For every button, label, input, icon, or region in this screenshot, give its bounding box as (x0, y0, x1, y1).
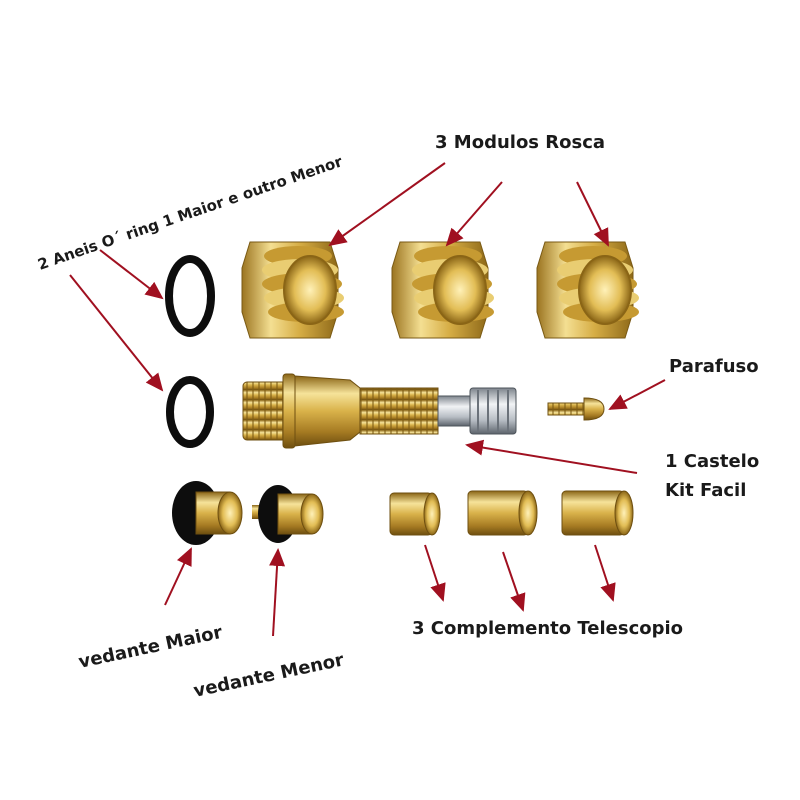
arrows (69, 162, 666, 637)
label-parafuso: Parafuso (669, 356, 759, 377)
arrow-oring-small (69, 274, 164, 392)
label-telescopio: 3 Complemento Telescopio (412, 618, 683, 639)
vedante-maior (172, 481, 243, 545)
arrow-vedante-maior (164, 547, 192, 606)
castelo-kit-facil (242, 373, 517, 449)
thread-module-1 (241, 241, 344, 339)
oring-large (165, 255, 215, 337)
label-vedante-maior: vedante Maior (77, 622, 225, 673)
arrow-telescopio-1 (424, 544, 446, 602)
thread-module-2 (391, 241, 494, 339)
telescopio-3 (561, 490, 634, 536)
telescopio-1 (389, 492, 441, 536)
arrow-vedante-menor (269, 548, 286, 637)
telescopio-2 (467, 490, 538, 536)
arrow-modulo-2 (445, 181, 503, 247)
arrow-telescopio-3 (594, 544, 616, 602)
label-castelo-line1: 1 Castelo (665, 451, 759, 472)
arrow-modulo-1 (328, 162, 446, 247)
thread-module-3 (536, 241, 639, 339)
vedante-menor (252, 485, 324, 543)
label-castelo-line2: Kit Facil (665, 480, 746, 501)
label-modulos: 3 Modulos Rosca (435, 132, 605, 153)
oring-small (166, 376, 214, 448)
parafuso-screw (547, 397, 605, 421)
arrow-castelo (465, 439, 638, 474)
arrow-modulo-3 (576, 181, 609, 247)
arrow-telescopio-2 (502, 551, 526, 612)
label-vedante-menor: vedante Menor (192, 650, 346, 702)
arrow-parafuso (608, 379, 666, 410)
arrow-oring-large (99, 249, 164, 300)
